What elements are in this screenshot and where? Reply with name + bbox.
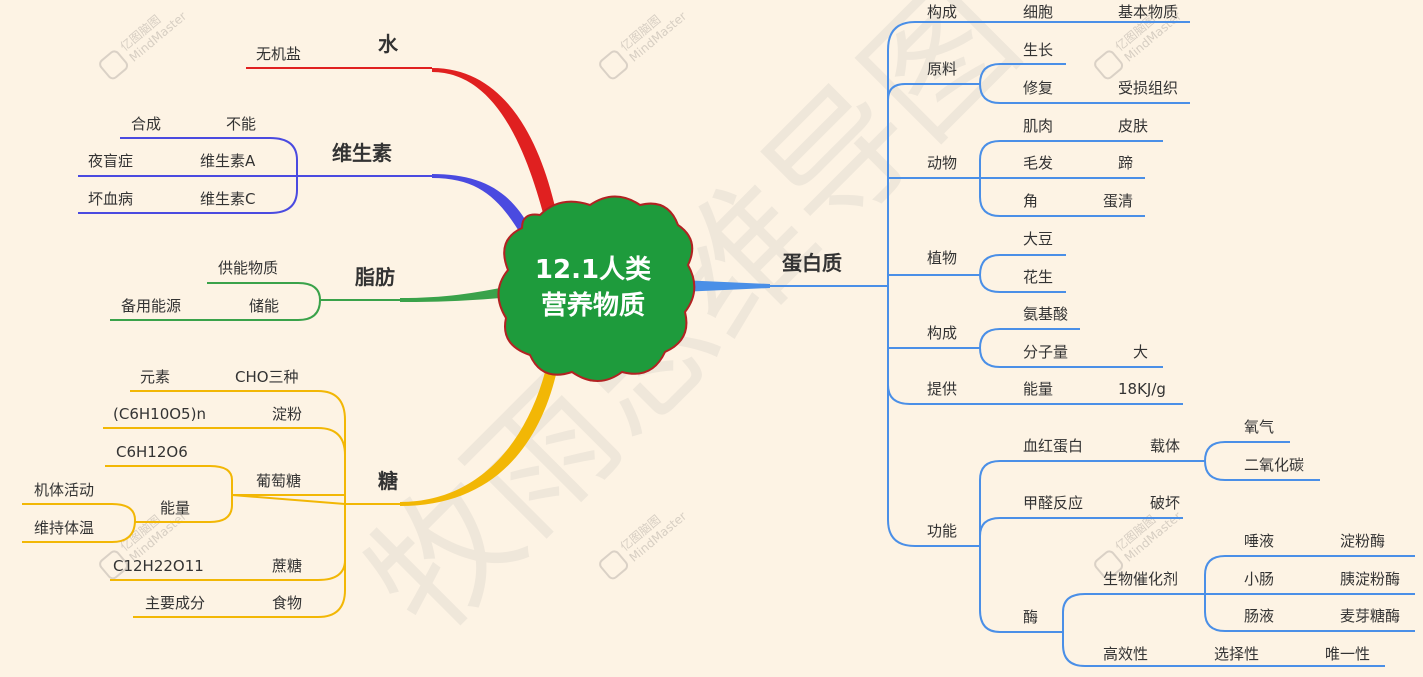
- sugar-glucose-label[interactable]: 葡萄糖: [256, 472, 301, 490]
- protein-supply-label[interactable]: 提供: [927, 380, 957, 398]
- branch-fat: 脂肪 供能物质 备用能源 储能: [110, 259, 400, 321]
- sugar-starch-a[interactable]: (C6H10O5)n: [113, 405, 206, 423]
- catalyst-row-b[interactable]: 胰淀粉酶: [1340, 570, 1400, 588]
- vitamin-row-a[interactable]: 夜盲症: [88, 152, 133, 170]
- hemoglobin-item[interactable]: 氧气: [1244, 418, 1274, 436]
- watermark-stamp: 亿图脑图 MindMaster: [599, 9, 689, 80]
- vitamin-row-a[interactable]: 合成: [131, 115, 161, 133]
- water-item[interactable]: 无机盐: [256, 45, 301, 63]
- protein-composition-a[interactable]: 细胞: [1023, 3, 1053, 21]
- branch-connector-protein: [680, 280, 770, 292]
- branch-title-vitamin[interactable]: 维生素: [332, 141, 392, 165]
- catalyst-row-a[interactable]: 小肠: [1244, 570, 1274, 588]
- branch-title-protein[interactable]: 蛋白质: [782, 251, 842, 275]
- enzyme-trait[interactable]: 高效性: [1103, 645, 1148, 663]
- protein-plant-label[interactable]: 植物: [927, 249, 957, 267]
- sugar-starch-b[interactable]: 淀粉: [272, 405, 302, 423]
- sugar-glucose-use[interactable]: 机体活动: [34, 481, 94, 499]
- center-title-line2: 营养物质: [541, 290, 645, 321]
- branch-title-water[interactable]: 水: [378, 32, 399, 56]
- sugar-sucrose-a[interactable]: C12H22O11: [113, 557, 204, 575]
- formaldehyde-role[interactable]: 破坏: [1150, 494, 1180, 512]
- branch-title-sugar[interactable]: 糖: [378, 469, 398, 493]
- formaldehyde-label[interactable]: 甲醛反应: [1023, 494, 1083, 512]
- watermark-stamp: 亿图脑图 MindMaster: [99, 9, 189, 80]
- fat-row-a[interactable]: 备用能源: [121, 297, 181, 315]
- hemoglobin-item[interactable]: 二氧化碳: [1244, 456, 1304, 474]
- protein-animal-a[interactable]: 毛发: [1023, 154, 1053, 172]
- protein-material-item[interactable]: 生长: [1023, 41, 1053, 59]
- catalyst-row-b[interactable]: 淀粉酶: [1340, 532, 1385, 550]
- protein-composition-label[interactable]: 构成: [927, 3, 957, 21]
- center-node[interactable]: 12.1人类 营养物质: [497, 195, 696, 382]
- center-title-line1: 12.1人类: [535, 255, 651, 285]
- sugar-element-a[interactable]: 元素: [140, 368, 170, 386]
- protein-structure-label[interactable]: 构成: [927, 324, 957, 342]
- protein-structure-a[interactable]: 分子量: [1023, 343, 1068, 361]
- protein-material-item[interactable]: 修复: [1023, 79, 1053, 97]
- branch-connector-water: [432, 68, 560, 232]
- enzyme-trait[interactable]: 唯一性: [1325, 645, 1370, 663]
- protein-plant-item[interactable]: 大豆: [1023, 230, 1053, 248]
- protein-composition-b[interactable]: 基本物质: [1118, 3, 1178, 21]
- branch-title-fat[interactable]: 脂肪: [355, 265, 395, 289]
- hemoglobin-role[interactable]: 载体: [1150, 437, 1180, 455]
- fat-row-b[interactable]: 供能物质: [218, 259, 278, 277]
- protein-animal-a[interactable]: 角: [1023, 192, 1038, 210]
- branch-water: 水 无机盐: [246, 32, 432, 69]
- catalyst-row-a[interactable]: 肠液: [1244, 607, 1274, 625]
- vitamin-row-b[interactable]: 维生素A: [200, 152, 256, 170]
- protein-structure-a[interactable]: 氨基酸: [1023, 305, 1068, 323]
- protein-material-item-b[interactable]: 受损组织: [1118, 79, 1178, 97]
- watermark-stamp: 亿图脑图 MindMaster: [599, 509, 689, 580]
- sugar-glucose-formula[interactable]: C6H12O6: [116, 443, 188, 461]
- hemoglobin-label[interactable]: 血红蛋白: [1023, 437, 1083, 455]
- protein-labels: 蛋白质 构成 细胞 基本物质 原料 生长 修复 受损组织 动物 肌肉 皮肤 毛发…: [782, 3, 1400, 663]
- protein-animal-a[interactable]: 肌肉: [1023, 117, 1053, 135]
- enzyme-label[interactable]: 酶: [1023, 608, 1038, 626]
- protein-animal-b[interactable]: 蹄: [1118, 154, 1133, 172]
- protein-supply-b[interactable]: 18KJ/g: [1118, 380, 1166, 398]
- vitamin-row-b[interactable]: 不能: [226, 115, 256, 133]
- center-cloud-shape: [497, 195, 696, 382]
- protein-material-label[interactable]: 原料: [927, 60, 957, 78]
- fat-row-b[interactable]: 储能: [249, 297, 279, 315]
- sugar-element-b[interactable]: CHO三种: [235, 368, 299, 386]
- sugar-food-b[interactable]: 食物: [272, 594, 302, 612]
- protein-function-label[interactable]: 功能: [927, 522, 957, 540]
- catalyst-row-a[interactable]: 唾液: [1244, 532, 1274, 550]
- protein-animal-b[interactable]: 蛋清: [1103, 192, 1133, 210]
- protein-structure-b[interactable]: 大: [1133, 343, 1148, 361]
- sugar-food-a[interactable]: 主要成分: [145, 594, 205, 612]
- protein-supply-a[interactable]: 能量: [1023, 380, 1053, 398]
- enzyme-trait[interactable]: 选择性: [1214, 645, 1259, 663]
- vitamin-row-b[interactable]: 维生素C: [200, 190, 255, 208]
- protein-animal-b[interactable]: 皮肤: [1118, 117, 1148, 135]
- protein-plant-item[interactable]: 花生: [1023, 268, 1053, 286]
- branch-vitamin: 维生素 合成 不能 夜盲症 维生素A 坏血病 维生素C: [78, 115, 432, 214]
- protein-animal-label[interactable]: 动物: [927, 154, 957, 172]
- vitamin-row-a[interactable]: 坏血病: [88, 190, 133, 208]
- catalyst-label[interactable]: 生物催化剂: [1103, 570, 1178, 588]
- sugar-sucrose-b[interactable]: 蔗糖: [272, 557, 302, 575]
- branch-connector-vitamin: [432, 174, 530, 236]
- branch-protein: [770, 21, 1415, 667]
- sugar-glucose-energy[interactable]: 能量: [160, 499, 190, 517]
- catalyst-row-b[interactable]: 麦芽糖酶: [1340, 607, 1400, 625]
- branch-connector-sugar: [400, 360, 558, 506]
- branch-connector-fat: [400, 284, 522, 302]
- sugar-glucose-use[interactable]: 维持体温: [34, 519, 94, 537]
- branch-sugar: 糖 元素 CHO三种 (C6H10O5)n 淀粉 C6H12O6 葡萄糖 能量 …: [22, 368, 400, 618]
